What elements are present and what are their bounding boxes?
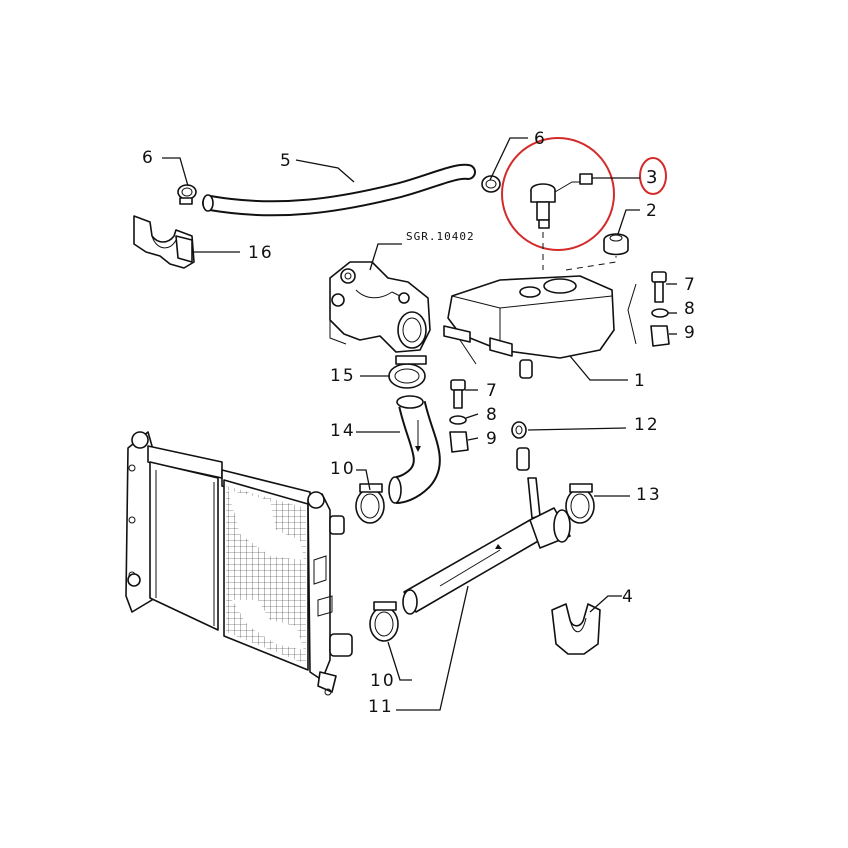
label-8-right: 8 <box>684 299 697 319</box>
hose-clip-6-right <box>481 175 501 193</box>
thermostat-housing <box>329 261 431 353</box>
lower-pipe-11 <box>402 507 571 615</box>
bracket-4 <box>551 603 601 655</box>
label-1: 1 <box>634 371 647 391</box>
expansion-tank-1 <box>443 275 615 379</box>
label-6-right: 6 <box>534 129 547 149</box>
label-4: 4 <box>622 587 635 607</box>
cap-2 <box>603 233 629 256</box>
label-10-lower: 10 <box>370 671 396 691</box>
label-13: 13 <box>636 485 662 505</box>
washer-8-middle <box>449 415 467 425</box>
label-2: 2 <box>646 201 659 221</box>
level-sensor-3 <box>530 173 593 229</box>
hose-5 <box>202 163 476 217</box>
nut-9-right <box>650 325 670 347</box>
hose-clip-10-upper <box>355 483 385 524</box>
hose-clip-6-left <box>177 184 197 205</box>
label-12: 12 <box>634 415 660 435</box>
label-7-right: 7 <box>684 275 697 295</box>
label-14: 14 <box>330 421 356 441</box>
label-5: 5 <box>280 151 293 171</box>
label-9-middle: 9 <box>486 429 499 449</box>
highlight-circle-sensor <box>501 137 615 251</box>
hose-clip-10-lower <box>369 601 399 642</box>
label-9-right: 9 <box>684 323 697 343</box>
hose-clip-13 <box>565 483 595 524</box>
label-6-left: 6 <box>142 148 155 168</box>
label-8-middle: 8 <box>486 405 499 425</box>
bolt-7-middle <box>450 379 466 409</box>
label-15: 15 <box>330 366 356 386</box>
label-7-middle: 7 <box>486 381 499 401</box>
bolt-7-right <box>651 271 667 303</box>
label-10-upper: 10 <box>330 459 356 479</box>
radiator <box>125 431 353 696</box>
washer-8-right <box>651 308 669 318</box>
nut-9-middle <box>449 431 469 453</box>
label-16: 16 <box>248 243 274 263</box>
highlight-circle-label-3 <box>639 157 667 195</box>
label-3: 3 <box>646 167 657 188</box>
clip-12 <box>511 421 527 439</box>
label-11: 11 <box>368 697 394 717</box>
hose-clip-15 <box>388 355 427 389</box>
reference-code: SGR.10402 <box>406 230 475 243</box>
bracket-16 <box>133 215 195 269</box>
leader-lines <box>162 137 677 711</box>
bleed-pipe <box>516 447 541 519</box>
hose-14 <box>388 395 441 504</box>
